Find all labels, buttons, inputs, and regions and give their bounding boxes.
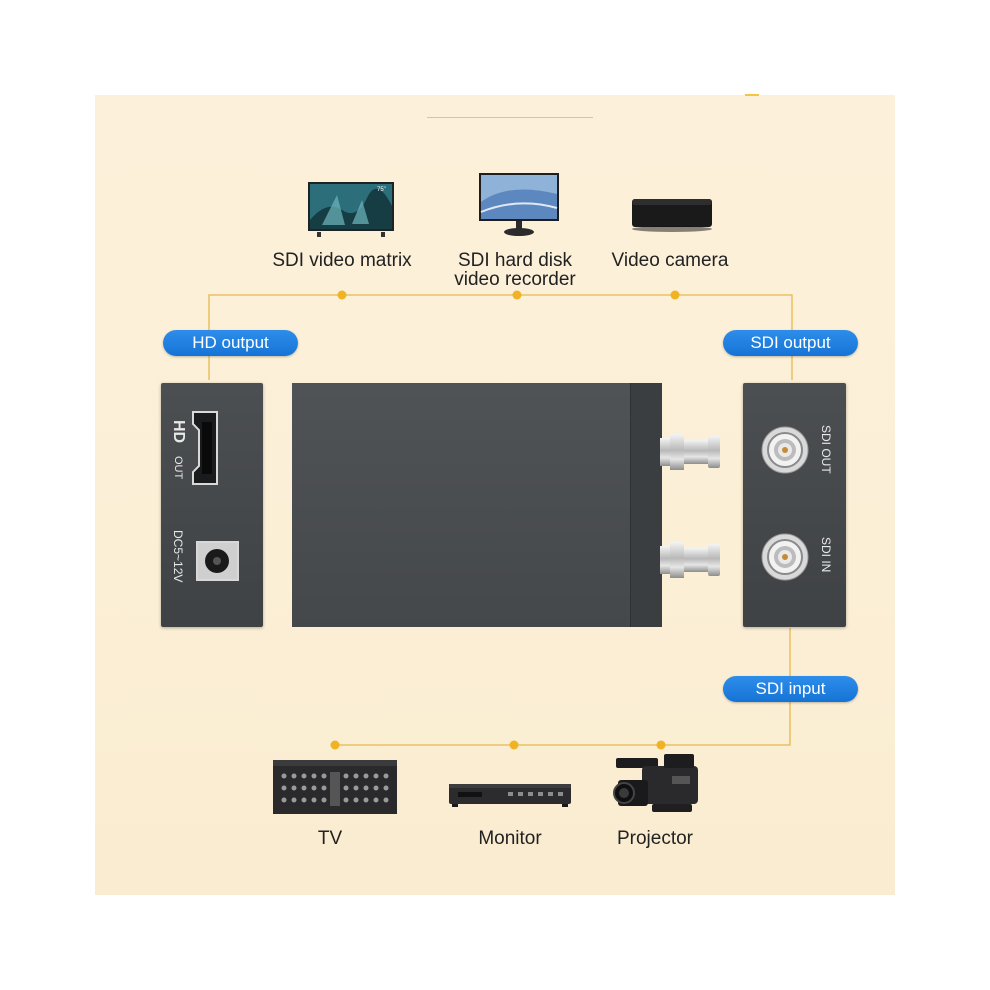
hdmi-port-icon: [192, 411, 218, 485]
sdi-input-pill: SDI input: [723, 676, 858, 702]
converter-body: [292, 383, 661, 627]
bottom-device-label-1: TV: [317, 828, 343, 849]
bottom-device-label-3: Projector: [616, 828, 694, 849]
hd-port-label: HD: [170, 420, 187, 444]
right-end-panel: [743, 383, 846, 627]
bnc-connector-bottom-icon: [660, 542, 720, 578]
sdi-out-port-icon: [761, 426, 809, 474]
sdi-in-port-label: SDI IN: [819, 537, 833, 573]
hd-output-pill: HD output: [163, 330, 298, 356]
title-divider: [427, 117, 593, 118]
top-device-label-2: SDI hard disk video recorder: [440, 251, 590, 289]
video-matrix-icon: [273, 760, 397, 814]
top-device-label-1: SDI video matrix: [272, 250, 412, 271]
camcorder-icon: [613, 754, 698, 812]
top-bus-node-2: [512, 290, 522, 300]
top-device-label-2-line2: video recorder: [454, 269, 576, 290]
top-bus-node-3: [670, 290, 680, 300]
svg-text:75": 75": [377, 187, 386, 193]
bottom-bus-node-2: [509, 740, 519, 750]
bottom-bus-node-3: [656, 740, 666, 750]
bnc-connector-top-icon: [660, 434, 720, 470]
dc-power-jack-icon: [196, 541, 239, 581]
top-device-label-2-line1: SDI hard disk: [457, 250, 573, 271]
bottom-bus-wire: [335, 628, 791, 746]
sdi-out-port-label: SDI OUT: [819, 425, 833, 474]
sdi-in-port-icon: [761, 533, 809, 581]
converter-end-cap: [630, 383, 662, 627]
sdi-output-pill: SDI output: [723, 330, 858, 356]
bottom-bus-node-1: [330, 740, 340, 750]
accent-mark: [745, 94, 759, 96]
top-device-label-3: Video camera: [611, 250, 729, 271]
top-bus-node-1: [337, 290, 347, 300]
out-port-label: OUT: [172, 456, 184, 480]
video-camera-icon: [632, 199, 712, 232]
monitor-icon: [479, 173, 559, 236]
recorder-icon: [449, 784, 571, 807]
bottom-device-label-2: Monitor: [478, 828, 542, 849]
power-port-label: DC5~12V: [171, 530, 185, 583]
tv-icon: 75": [308, 182, 394, 237]
